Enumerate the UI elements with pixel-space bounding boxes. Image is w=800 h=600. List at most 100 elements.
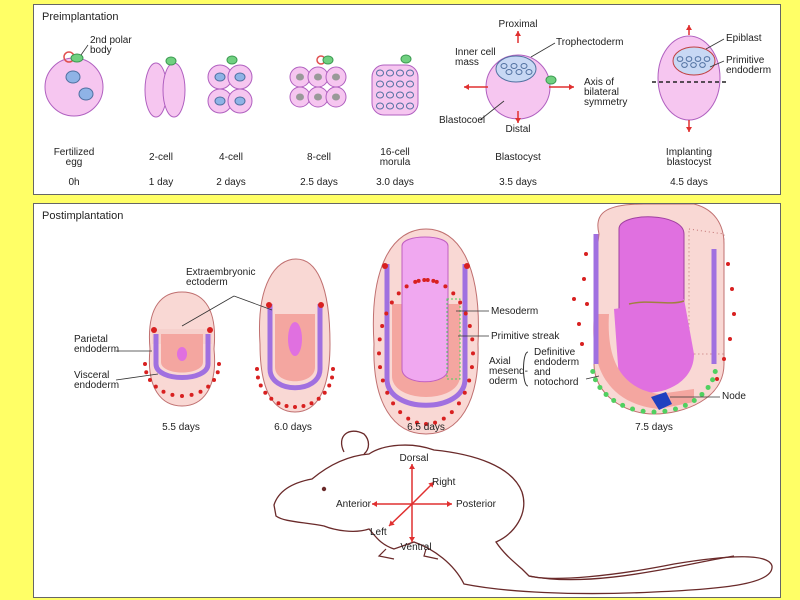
nucleus	[332, 73, 340, 81]
parietal-dot	[215, 370, 220, 375]
trophectoderm-leader	[530, 42, 556, 58]
morula-nucleus	[406, 91, 414, 99]
parietal-dot	[143, 362, 147, 366]
definitive-endoderm-dot	[699, 391, 705, 397]
epiblast-cell	[690, 62, 697, 68]
blastomere	[162, 62, 186, 118]
stage-name-1: 2-cell	[149, 152, 173, 163]
pronucleus	[65, 70, 81, 84]
distal-label: Distal	[505, 124, 530, 135]
inner-cell-mass	[495, 55, 537, 83]
dorsal-label: Dorsal	[400, 453, 429, 464]
hatched-region	[688, 228, 725, 355]
parietal-dot	[572, 297, 576, 301]
left-arrow	[388, 503, 413, 527]
morula-nucleus	[406, 102, 414, 110]
amnion-upper	[618, 216, 685, 310]
polar-body	[545, 75, 557, 85]
parietal-dot	[413, 279, 418, 284]
stage-name-5: Blastocyst	[495, 152, 541, 163]
primitive-streak-label: Primitive streak	[491, 331, 560, 342]
parietal-dot	[391, 401, 396, 406]
parietal-dot	[398, 410, 403, 415]
blastocoel-leader	[479, 100, 505, 121]
stage-time-0: 0h	[68, 177, 79, 188]
dorsal-arrow-head	[409, 464, 415, 469]
mouse-outline	[273, 444, 773, 595]
parietal-dot	[416, 278, 421, 283]
fertilized-egg	[44, 57, 104, 117]
parietal-dot	[722, 357, 726, 361]
polar-body	[400, 54, 412, 64]
icm-cell	[515, 69, 523, 75]
postimplantation-title: Postimplantation	[42, 210, 124, 222]
definitive-endoderm-dot	[640, 408, 646, 414]
morula-nucleus	[386, 91, 394, 99]
parietal-dot	[293, 405, 297, 409]
parietal-dot	[266, 302, 272, 308]
stage-time-2: 2 days	[216, 177, 245, 188]
parietal-dot	[443, 284, 448, 289]
trophectoderm-label: Trophectoderm	[556, 37, 623, 48]
amnion-fold	[628, 300, 685, 305]
parietal-dot	[217, 362, 221, 366]
parietal-dot	[309, 401, 314, 406]
definitive-endoderm-dot	[597, 384, 603, 390]
parietal-dot	[577, 322, 581, 326]
parietal-dot	[458, 300, 463, 305]
epiblast-cell	[685, 56, 693, 62]
definitive-endoderm-dot	[620, 402, 626, 408]
parietal-dot	[380, 378, 385, 383]
mouse-feet	[377, 548, 439, 560]
nucleus	[296, 73, 304, 81]
parietal-dot	[255, 375, 260, 380]
parietal-dot	[153, 384, 158, 389]
parietal-dot	[382, 263, 388, 269]
epiblast-cell	[676, 56, 684, 62]
anterior-arrow-head	[372, 501, 377, 507]
anterior-label: Anterior	[336, 499, 372, 510]
right-label: Right	[432, 477, 456, 488]
parietal-dot	[425, 278, 430, 283]
definitive-endoderm-dot	[603, 391, 609, 397]
morula-nucleus	[406, 69, 414, 77]
epiblast	[672, 46, 716, 76]
parietal-dot	[434, 279, 439, 284]
morula	[371, 64, 419, 116]
node	[651, 392, 672, 410]
definitive-endoderm-dot	[672, 406, 678, 412]
stage-name-2: 4-cell	[219, 152, 243, 163]
nucleus	[214, 96, 226, 106]
mouse-ear	[340, 430, 370, 455]
proximal-arrow-head	[515, 31, 521, 36]
definitive-endoderm-dot	[592, 377, 598, 383]
icm-cell	[520, 63, 528, 69]
parietal-dot	[414, 420, 419, 425]
parietal-dot	[330, 375, 335, 380]
parietal-dot	[269, 396, 274, 401]
parietal-dot	[316, 396, 321, 401]
parietal-dot	[151, 327, 157, 333]
parietal-dot	[180, 394, 184, 398]
posterior-arrow-head	[447, 501, 452, 507]
mesoderm-label: Mesoderm	[491, 306, 538, 317]
left-label: Left	[370, 527, 387, 538]
parietal-dot	[422, 278, 427, 283]
stage-name-3: 8-cell	[307, 152, 331, 163]
implanting-distal-arrow-head	[686, 127, 692, 132]
epiblast-leader	[705, 38, 725, 50]
morula-nucleus	[396, 69, 404, 77]
parietal-dot	[726, 262, 730, 266]
morula-nucleus	[376, 91, 384, 99]
parietal-dot	[385, 390, 390, 395]
parietal-dot	[464, 263, 470, 269]
parietal-dot	[263, 390, 268, 395]
parietal-dot	[456, 401, 461, 406]
parietal-dot	[377, 337, 382, 342]
